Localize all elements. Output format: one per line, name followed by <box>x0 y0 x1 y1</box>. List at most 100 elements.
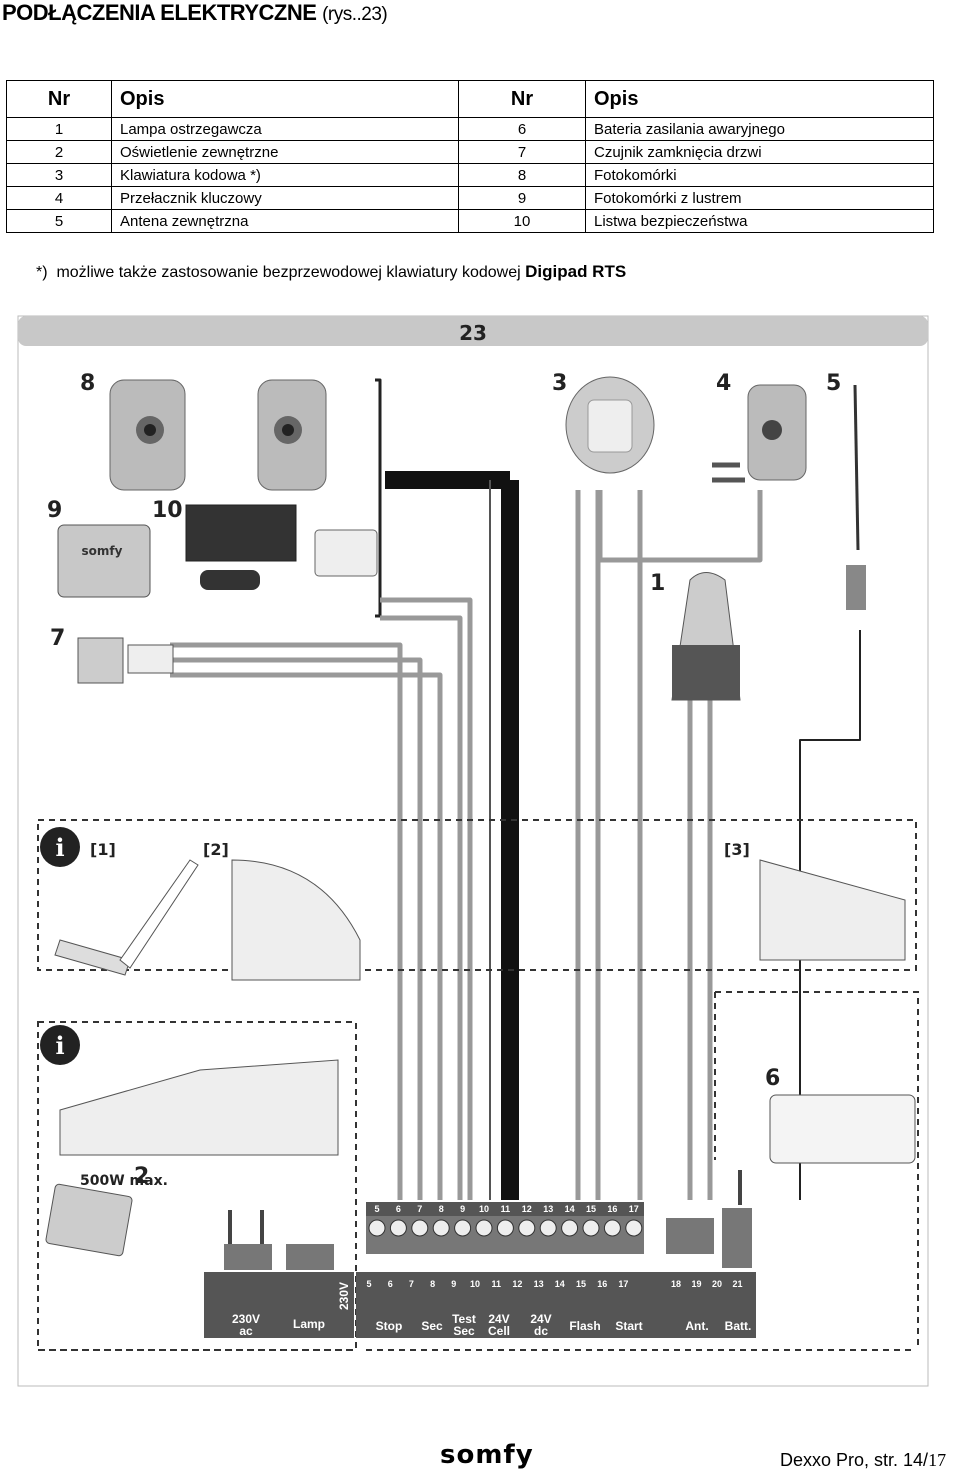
external-light-2: 500W max. <box>45 1173 168 1257</box>
info-icon: i <box>40 827 80 867</box>
terminal-screw-icon <box>603 1219 621 1237</box>
label-6: 6 <box>765 1066 780 1091</box>
group-test-sub: Sec <box>453 1324 475 1338</box>
power-panel <box>204 1272 354 1338</box>
terminal-number: 9 <box>460 1204 465 1214</box>
terminal-number: 17 <box>618 1279 628 1289</box>
cell-nr: 1 <box>6 117 112 141</box>
safety-edge-10 <box>185 504 378 590</box>
label-10: 10 <box>152 498 183 523</box>
group-dc-label: 24V <box>530 1312 551 1326</box>
col-opis-1: Opis <box>111 80 459 118</box>
cell-opis: Przełacznik kluczowy <box>111 186 459 210</box>
terminal-number: 7 <box>409 1279 414 1289</box>
cell-opis: Bateria zasilania awaryjnego <box>585 117 934 141</box>
page-title: PODŁĄCZENIA ELEKTRYCZNE (rys..23) <box>2 0 388 25</box>
terminal-number: 16 <box>597 1279 607 1289</box>
label-7: 7 <box>50 626 65 651</box>
table-row: 1 Lampa ostrzegawcza 6 Bateria zasilania… <box>6 117 934 141</box>
terminal-screw-icon <box>582 1219 600 1237</box>
col-nr-2: Nr <box>458 80 586 118</box>
group-ant-label: Ant. <box>685 1319 708 1333</box>
figure-number: 23 <box>459 321 487 345</box>
figure-header-bar <box>18 316 928 346</box>
terminal-number: 14 <box>565 1204 575 1214</box>
terminal-number: 11 <box>491 1279 501 1289</box>
label-5: 5 <box>826 371 841 396</box>
somfy-logo-icon: somfy <box>82 544 123 558</box>
terminal-number: 14 <box>555 1279 565 1289</box>
terminal-screw-icon <box>518 1219 536 1237</box>
cell-nr: 3 <box>6 163 112 187</box>
terminal-number: 9 <box>451 1279 456 1289</box>
item-labels: 8 3 4 5 9 10 1 7 6 2 <box>47 371 841 1189</box>
group-mains-label: 230V <box>232 1312 260 1326</box>
terminal-screw-icon <box>389 1219 407 1237</box>
table-row: 3 Klawiatura kodowa *) 8 Fotokomórki <box>6 163 934 187</box>
terminal-number: 5 <box>374 1204 379 1214</box>
keypad-3 <box>565 376 655 474</box>
group-cell-label: 24V <box>488 1312 509 1326</box>
cell-nr: 5 <box>6 209 112 233</box>
terminal-screw-icon <box>411 1219 429 1237</box>
wires <box>170 378 861 1245</box>
group-labels: 230V ac Lamp Stop Sec Test Sec 24V Cell … <box>232 1312 751 1338</box>
terminal-number: 6 <box>396 1204 401 1214</box>
terminal-number: 19 <box>691 1279 701 1289</box>
photocell-8-right <box>257 379 327 491</box>
control-panel <box>356 1272 756 1338</box>
table-row: 4 Przełacznik kluczowy 9 Fotokomórki z l… <box>6 186 934 210</box>
terminal-screw-icon <box>625 1219 643 1237</box>
svg-text:i: i <box>55 833 64 862</box>
terminal-number: 5 <box>366 1279 371 1289</box>
mount-illustrations <box>54 859 916 1164</box>
terminal-screw-icon <box>454 1219 472 1237</box>
group-mains-sub: ac <box>239 1324 253 1338</box>
terminal-number: 10 <box>470 1279 480 1289</box>
col-nr-1: Nr <box>6 80 112 118</box>
power-label: 230V <box>337 1282 351 1310</box>
group-test-label: Test <box>452 1312 476 1326</box>
terminal-number: 8 <box>430 1279 435 1289</box>
terminal-number: 15 <box>576 1279 586 1289</box>
cell-nr: 7 <box>458 140 586 164</box>
label-8: 8 <box>80 371 95 396</box>
cell-opis: Antena zewnętrzna <box>111 209 459 233</box>
cell-opis: Lampa ostrzegawcza <box>111 117 459 141</box>
cell-opis: Klawiatura kodowa *) <box>111 163 459 187</box>
col-opis-2: Opis <box>585 80 934 118</box>
cell-nr: 10 <box>458 209 586 233</box>
table-row: 5 Antena zewnętrzna 10 Listwa bezpieczeń… <box>6 209 934 233</box>
label-9: 9 <box>47 498 62 523</box>
cell-opis: Fotokomórki <box>585 163 934 187</box>
terminal-number: 11 <box>501 1204 511 1214</box>
terminal-number: 8 <box>439 1204 444 1214</box>
terminal-number: 21 <box>732 1279 742 1289</box>
terminal-number: 10 <box>479 1204 489 1214</box>
info-icon: i <box>40 1025 80 1065</box>
terminal-number: 15 <box>586 1204 596 1214</box>
photocell-8-left <box>109 379 186 491</box>
terminal-screw-icon <box>539 1219 557 1237</box>
legend-table: Nr Opis Nr Opis 1 Lampa ostrzegawcza 6 B… <box>6 80 934 233</box>
somfy-logo: somfy <box>440 1440 534 1470</box>
terminal-number: 13 <box>534 1279 544 1289</box>
cell-opis: Fotokomórki z lustrem <box>585 186 934 210</box>
terminal-number: 18 <box>671 1279 681 1289</box>
legend-header-row: Nr Opis Nr Opis <box>6 80 934 118</box>
group-start-label: Start <box>615 1319 642 1333</box>
key-switch-4 <box>712 384 807 483</box>
page-number: Dexxo Pro, str. 14/17 <box>780 1450 947 1470</box>
cell-opis: Czujnik zamknięcia drzwi <box>585 140 934 164</box>
door-sensor-7 <box>77 637 174 684</box>
cell-nr: 4 <box>6 186 112 210</box>
table-row: 2 Oświetlenie zewnętrzne 7 Czujnik zamkn… <box>6 140 934 164</box>
cell-nr: 8 <box>458 163 586 187</box>
info-label-2: [2] <box>203 840 229 859</box>
group-stop-label: Stop <box>376 1319 403 1333</box>
antenna-5 <box>846 384 866 610</box>
terminal-screw-icon <box>475 1219 493 1237</box>
terminal-screw-icon <box>368 1219 386 1237</box>
group-cell-sub: Cell <box>488 1324 510 1338</box>
